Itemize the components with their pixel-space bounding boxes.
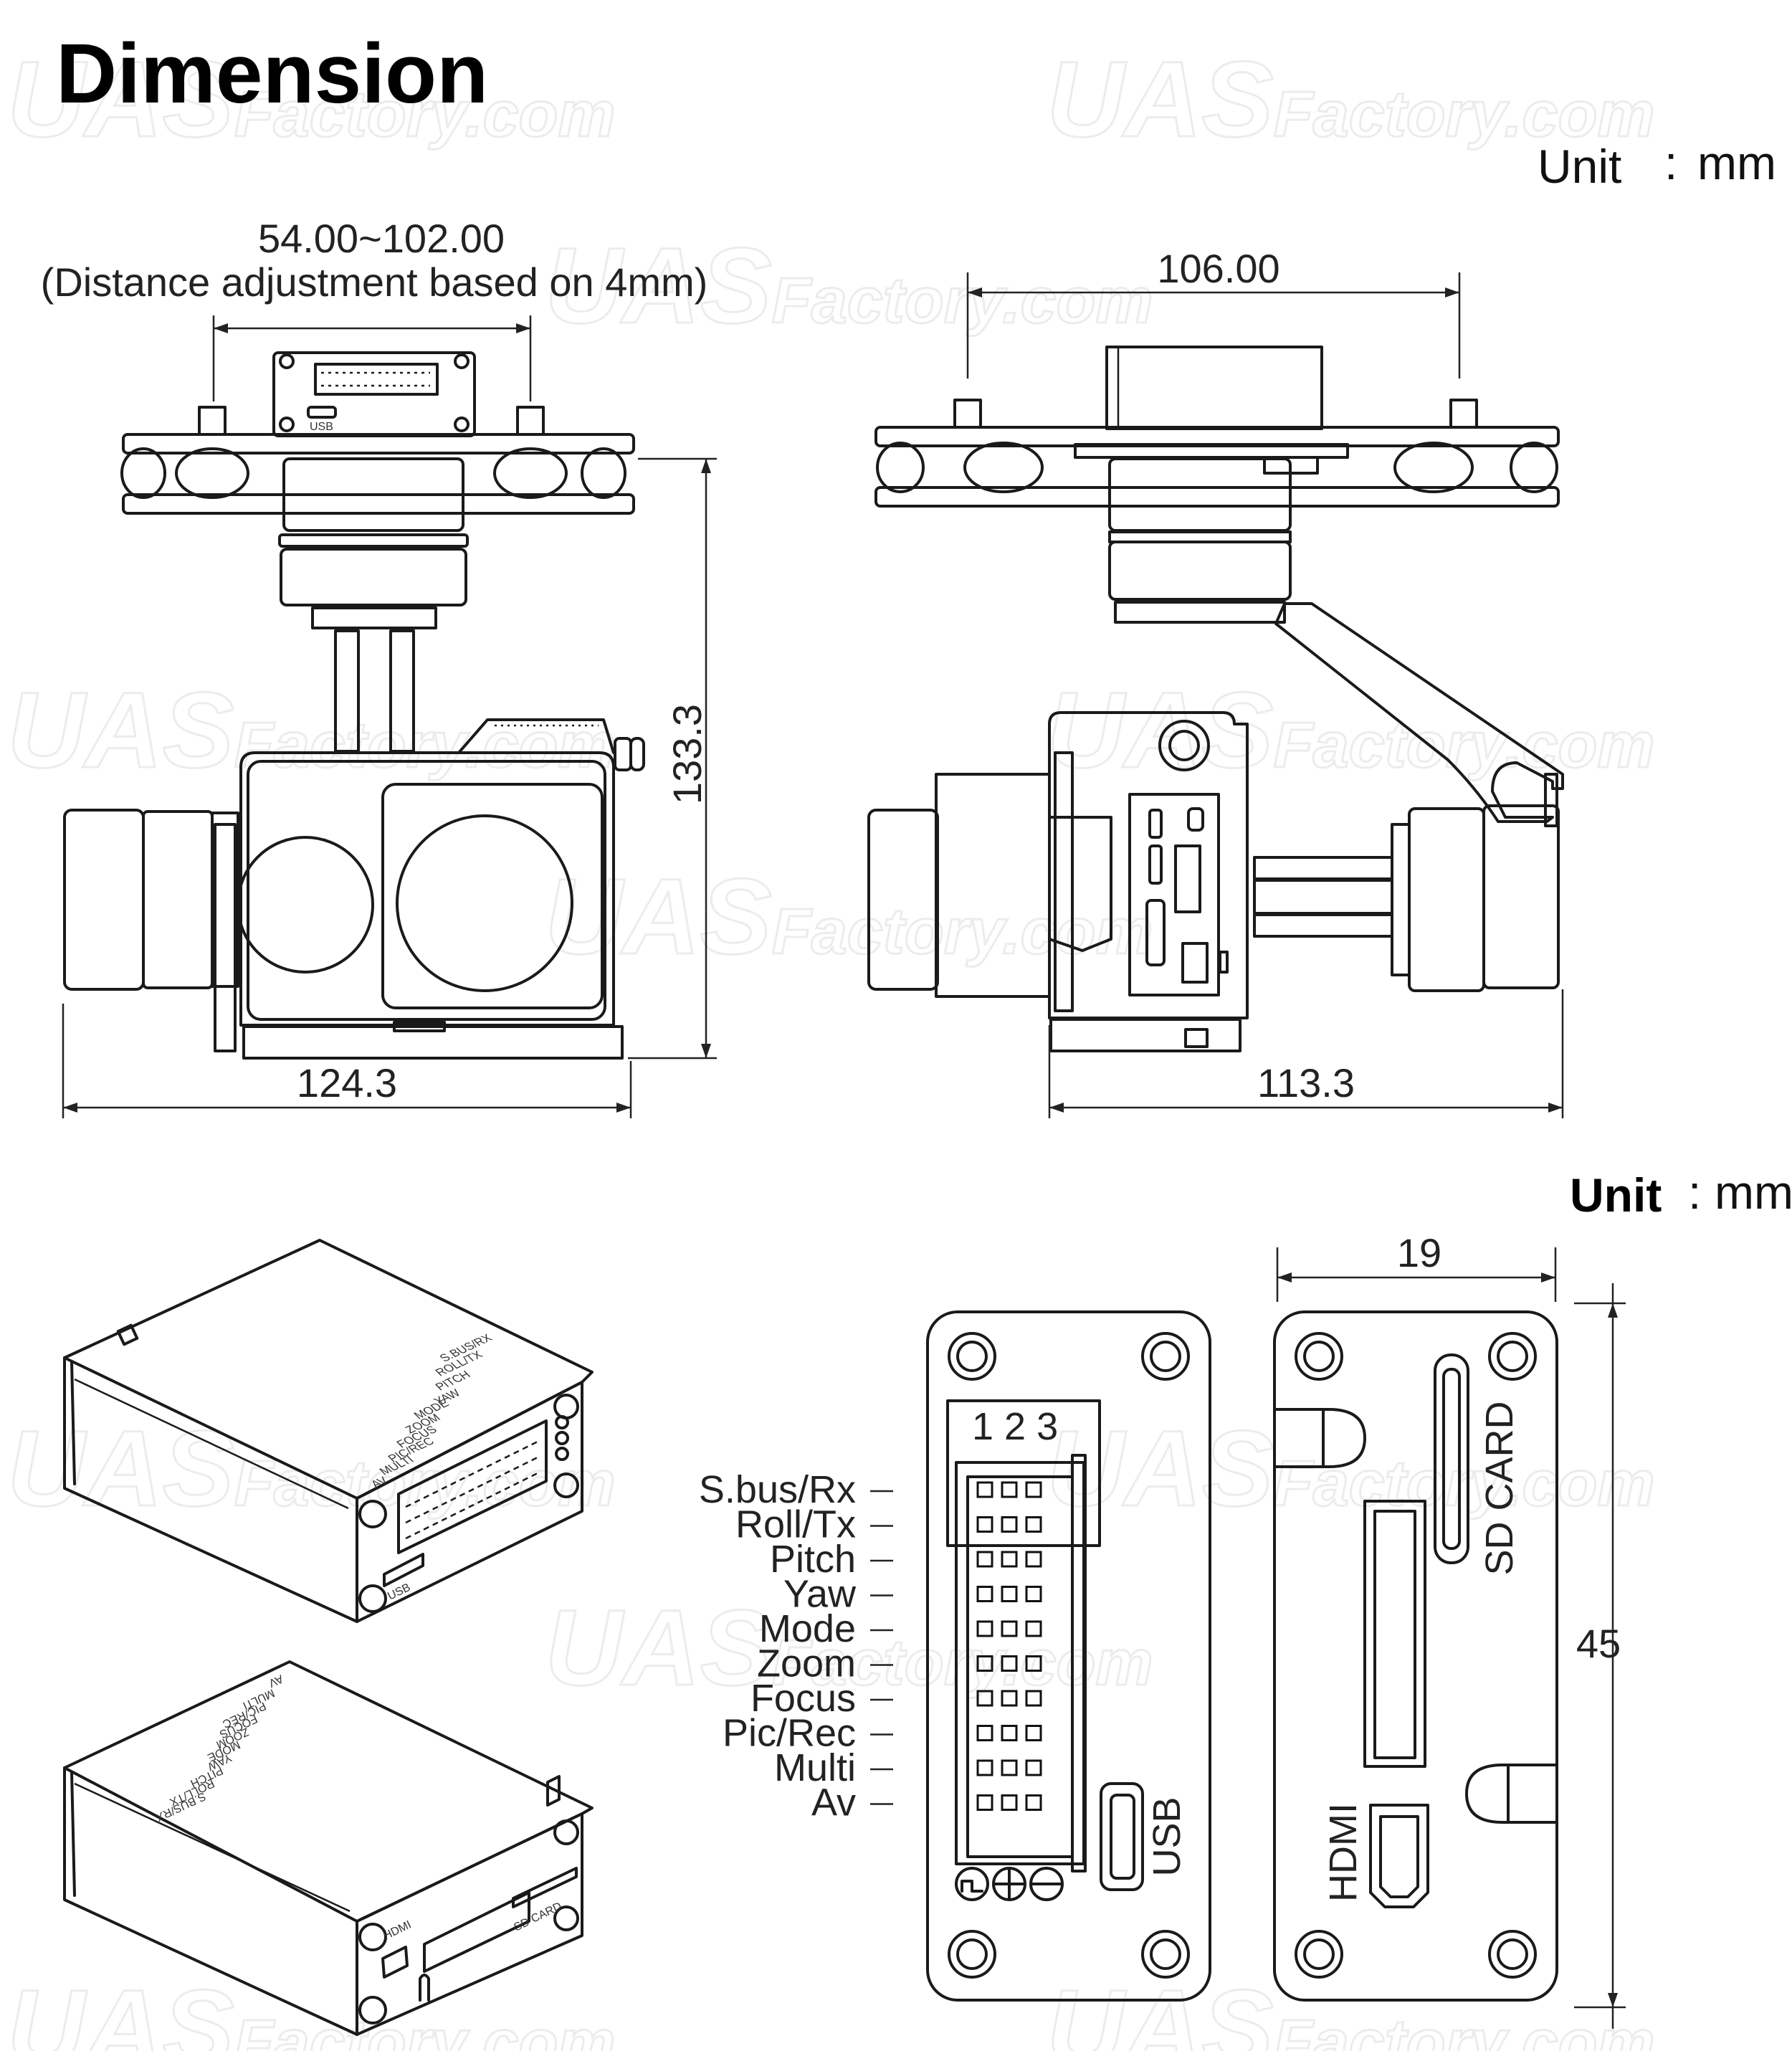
svg-text:UASFactory.com: UASFactory.com bbox=[1047, 670, 1655, 790]
dim-height: 133.3 bbox=[628, 457, 717, 1060]
pin-square bbox=[1001, 1481, 1018, 1498]
pin-square bbox=[1001, 1586, 1018, 1602]
height-label: 133.3 bbox=[664, 704, 710, 804]
pin-square bbox=[1001, 1620, 1018, 1637]
pin-square bbox=[976, 1481, 993, 1498]
pin-square bbox=[976, 1620, 993, 1637]
svg-text:UASFactory.com: UASFactory.com bbox=[1047, 1408, 1655, 1528]
unit-top: Unit : mm bbox=[1538, 136, 1776, 193]
svg-text::: : bbox=[1688, 1166, 1701, 1219]
pin-square bbox=[1001, 1551, 1018, 1568]
pin-square bbox=[1025, 1759, 1042, 1776]
pin-dots bbox=[321, 371, 430, 387]
mount-spacing-note: (Distance adjustment based on 4mm) bbox=[41, 260, 708, 305]
svg-text:UASFactory.com: UASFactory.com bbox=[7, 670, 616, 790]
hdmi-port bbox=[1369, 1804, 1429, 1908]
svg-text:mm: mm bbox=[1715, 1166, 1792, 1219]
pin-label: Multi bbox=[774, 1746, 856, 1789]
pin-square bbox=[1025, 1725, 1042, 1741]
svg-text:Unit: Unit bbox=[1538, 140, 1621, 193]
pin-square bbox=[1025, 1655, 1042, 1672]
connector-board: 1 2 3 USB bbox=[926, 1310, 1211, 2002]
side-spacing-label: 106.00 bbox=[1157, 246, 1279, 291]
pin-header bbox=[405, 1439, 540, 1540]
pin-square bbox=[1025, 1481, 1042, 1498]
pin-square bbox=[1025, 1551, 1042, 1568]
power-symbols bbox=[955, 1867, 1064, 1901]
hdmi-label: HDMI bbox=[1322, 1803, 1365, 1902]
front-width-label: 124.3 bbox=[297, 1060, 397, 1105]
damper-ball bbox=[876, 442, 1558, 493]
pin-square bbox=[976, 1655, 993, 1672]
svg-text:UASFactory.com: UASFactory.com bbox=[1047, 39, 1655, 159]
svg-text:UASFactory.com: UASFactory.com bbox=[7, 1967, 616, 2051]
board-height-label: 45 bbox=[1576, 1621, 1621, 1666]
side-width-label: 113.3 bbox=[1257, 1060, 1355, 1105]
pin-square bbox=[1025, 1794, 1042, 1811]
svg-text:UASFactory.com: UASFactory.com bbox=[7, 1408, 616, 1528]
svg-text:UASFactory.com: UASFactory.com bbox=[1047, 1967, 1655, 2051]
dim-side-spacing: 106.00 bbox=[966, 246, 1461, 379]
dim-side-width: 113.3 bbox=[1048, 989, 1564, 1118]
pin-label: Av bbox=[811, 1781, 856, 1824]
dim-board-height: 45 bbox=[1574, 1283, 1626, 2029]
pin-square bbox=[1025, 1620, 1042, 1637]
pin-label: Zoom bbox=[757, 1642, 856, 1685]
pin-grid bbox=[976, 1481, 1042, 1811]
pin-label: Roll/Tx bbox=[735, 1503, 856, 1546]
pin-square bbox=[1001, 1690, 1018, 1707]
dim-front-width: 124.3 bbox=[62, 1004, 632, 1118]
svg-text:USB: USB bbox=[310, 421, 333, 433]
pin-square bbox=[1025, 1690, 1042, 1707]
damper-ball bbox=[120, 447, 626, 499]
dim-board-width: 19 bbox=[1276, 1230, 1557, 1302]
front-view: USB bbox=[63, 351, 645, 1060]
pin-square bbox=[1001, 1516, 1018, 1533]
pin-label: Pic/Rec bbox=[723, 1712, 856, 1755]
svg-text:Unit: Unit bbox=[1570, 1169, 1662, 1222]
rear-board: SD CARD HDMI bbox=[1273, 1310, 1558, 2002]
dim-mount-spacing: 54.00~102.00 (Distance adjustment based … bbox=[41, 216, 708, 401]
pin-square bbox=[1025, 1516, 1042, 1533]
pin-square bbox=[976, 1690, 993, 1707]
pin-label: Focus bbox=[750, 1677, 856, 1720]
pin-columns-label: 1 2 3 bbox=[972, 1405, 1058, 1448]
page-title: Dimension bbox=[56, 27, 488, 121]
pin-label: Pitch bbox=[770, 1538, 856, 1581]
pin-square bbox=[1001, 1725, 1018, 1741]
svg-text:AV: AV bbox=[267, 1672, 285, 1689]
svg-text:HDMI: HDMI bbox=[381, 1918, 413, 1942]
sd-card-label: SD CARD bbox=[1478, 1401, 1521, 1575]
svg-text:UASFactory.com: UASFactory.com bbox=[545, 856, 1153, 976]
usb-port bbox=[1100, 1782, 1144, 1891]
side-view bbox=[867, 346, 1564, 1052]
pin-square bbox=[1001, 1759, 1018, 1776]
pin-label: Mode bbox=[759, 1607, 856, 1650]
pin-square bbox=[1025, 1586, 1042, 1602]
pin-square bbox=[976, 1759, 993, 1776]
mount-spacing-label: 54.00~102.00 bbox=[258, 216, 505, 261]
pin-label: S.bus/Rx bbox=[699, 1468, 856, 1511]
pin-square bbox=[976, 1794, 993, 1811]
pin-label-list: S.bus/RxRoll/TxPitchYawModeZoomFocusPic/… bbox=[699, 1468, 893, 1824]
pin-square bbox=[1001, 1655, 1018, 1672]
pin-square bbox=[976, 1586, 993, 1602]
svg-text::: : bbox=[1664, 136, 1677, 189]
svg-text:mm: mm bbox=[1697, 136, 1776, 189]
sd-slot bbox=[1434, 1353, 1469, 1564]
watermark-logo: UASFactory.com UASFactory.com UASFactory… bbox=[6, 38, 1657, 2051]
usb-label: USB bbox=[1145, 1797, 1188, 1876]
board-width-label: 19 bbox=[1397, 1230, 1441, 1275]
pin-label: Yaw bbox=[783, 1573, 857, 1616]
pin-square bbox=[1001, 1794, 1018, 1811]
pin-square bbox=[976, 1516, 993, 1533]
pin-square bbox=[976, 1551, 993, 1568]
unit-bottom: Unit : mm bbox=[1570, 1166, 1792, 1222]
pin-square bbox=[976, 1725, 993, 1741]
